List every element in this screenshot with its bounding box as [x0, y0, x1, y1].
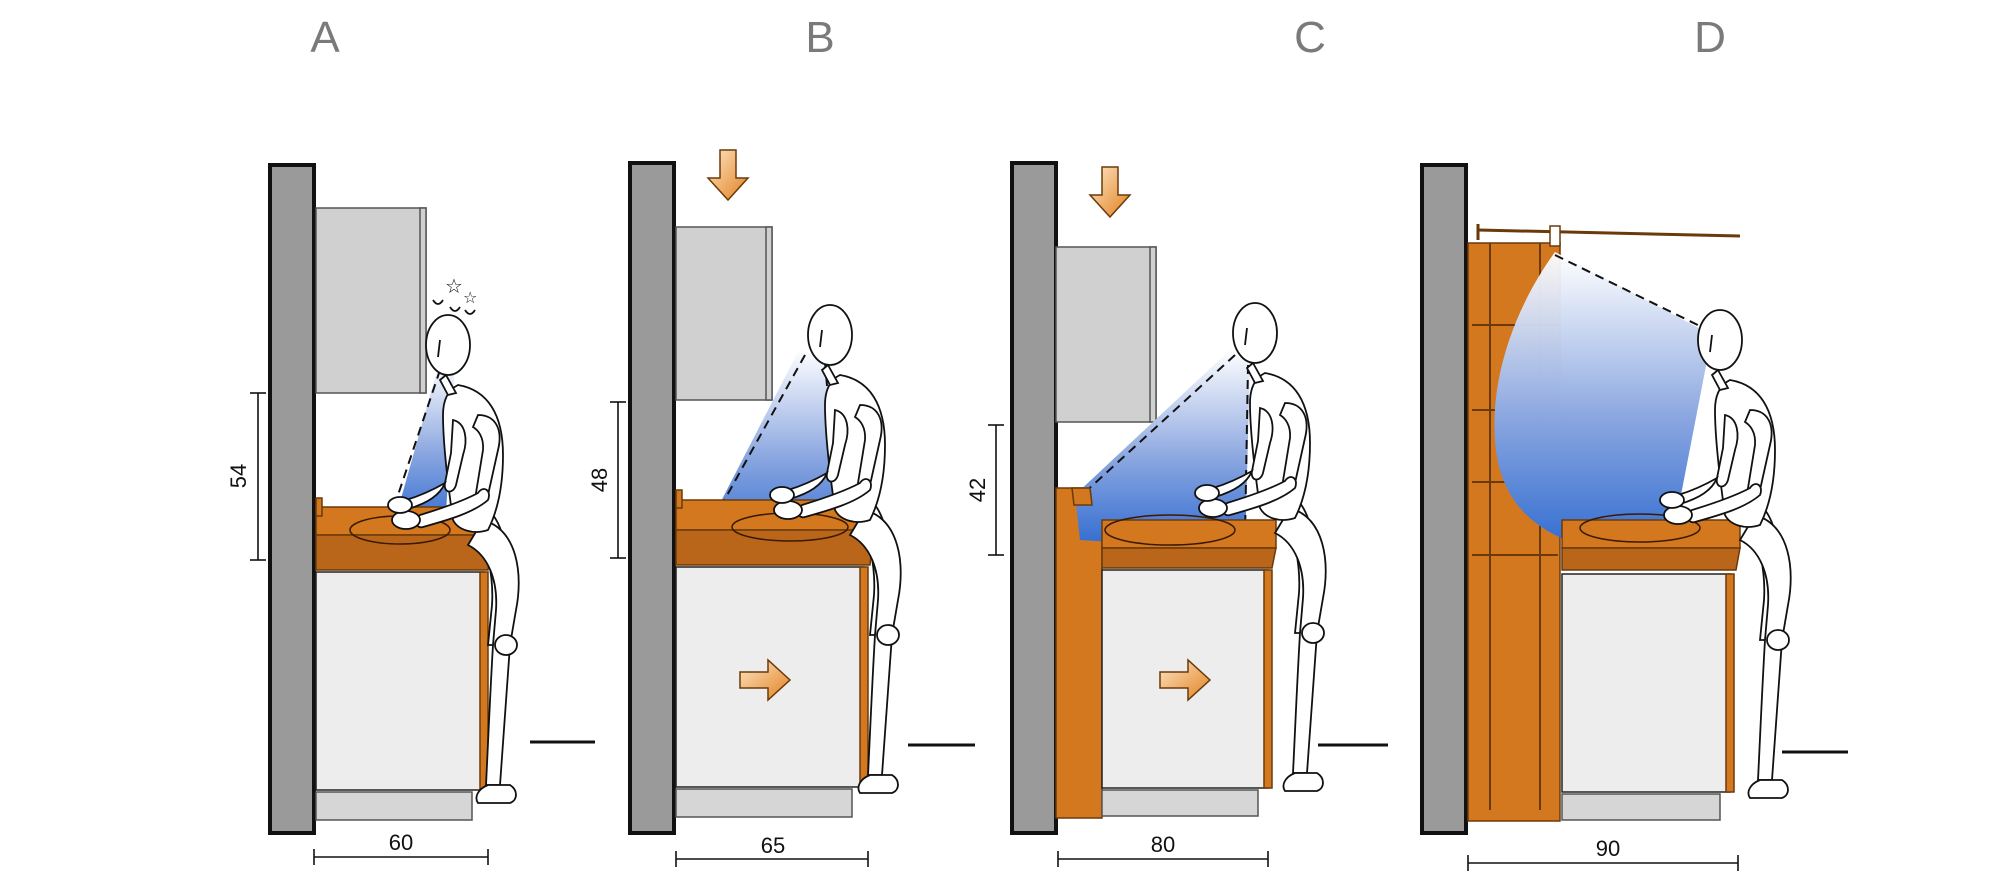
panel-b: 48 65 — [587, 149, 975, 867]
light-cone — [1494, 252, 1712, 555]
depth-dimension: 80 — [1057, 832, 1269, 867]
countertop — [1561, 519, 1741, 549]
depth-dimension: 90 — [1467, 836, 1739, 871]
panel-letter-b: B — [805, 13, 834, 62]
wall — [628, 161, 676, 835]
wall — [268, 163, 316, 835]
dizzy-stars-icon: ☆ ☆ — [432, 274, 477, 315]
panel-letter-a: A — [310, 13, 340, 62]
plinth — [1101, 789, 1259, 817]
light-cone — [700, 348, 845, 548]
orange-down-arrow-icon — [707, 149, 749, 201]
upper-cabinet — [1055, 246, 1157, 423]
height-label: 54 — [226, 464, 251, 488]
wall — [1010, 161, 1058, 835]
countertop — [1101, 519, 1277, 549]
height-dimension: 42 — [965, 424, 1004, 556]
sink — [1104, 514, 1236, 546]
depth-label: 65 — [761, 833, 785, 858]
depth-dimension: 60 — [313, 830, 489, 865]
svg-text:☆: ☆ — [445, 274, 463, 298]
panel-d: 90 — [1420, 163, 1848, 871]
lamp-arm — [1477, 228, 1741, 238]
side-panel — [1055, 487, 1103, 819]
depth-label: 80 — [1151, 832, 1175, 857]
wall — [1420, 163, 1468, 835]
depth-dimension: 65 — [675, 833, 869, 867]
lower-cabinet — [315, 571, 485, 791]
upper-cabinet — [315, 207, 427, 394]
plinth — [675, 788, 853, 818]
height-dimension: 48 — [587, 401, 626, 559]
height-label: 48 — [587, 468, 612, 492]
depth-label: 60 — [389, 830, 413, 855]
panel-c: 42 80 — [965, 161, 1388, 867]
orange-down-arrow-icon — [1089, 166, 1131, 218]
svg-text:☆: ☆ — [463, 288, 477, 307]
height-label: 42 — [965, 478, 990, 502]
sink — [1579, 513, 1701, 543]
panel-letter-d: D — [1694, 13, 1726, 62]
height-dimension: 54 — [226, 392, 266, 561]
upper-cabinet — [675, 226, 773, 401]
panel-letter-c: C — [1294, 13, 1326, 62]
panel-a: ☆ ☆ 54 60 — [226, 163, 595, 865]
plinth — [315, 791, 473, 821]
depth-label: 90 — [1596, 836, 1620, 861]
plinth — [1561, 793, 1721, 821]
lower-cabinet — [1561, 573, 1731, 793]
